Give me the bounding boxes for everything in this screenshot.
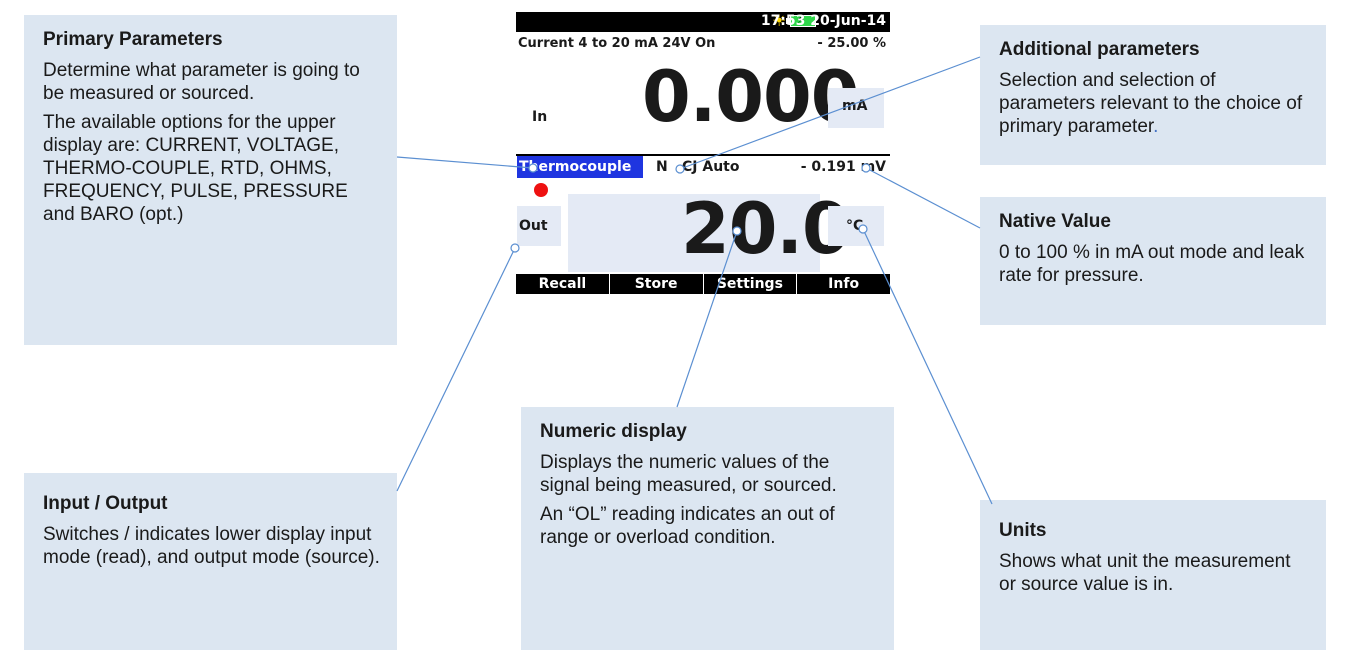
sun-icon: ☀ xyxy=(772,11,787,30)
callout-text-body: Selection and selection of parameters re… xyxy=(999,70,1303,137)
battery-terminal xyxy=(786,18,790,24)
callout-text: Determine what parameter is going to be … xyxy=(43,60,360,104)
callout-text: Switches / indicates lower display input… xyxy=(43,524,380,568)
softkey-bar: Recall Store Settings Info xyxy=(516,274,890,294)
status-bar: ☀ ⚡ 17:53 20-Jun-14 xyxy=(516,11,890,32)
lower-numeric-box[interactable] xyxy=(568,194,820,272)
leader-additional xyxy=(679,56,981,170)
leader-primary xyxy=(396,156,534,169)
callout-title: Primary Parameters xyxy=(43,29,223,50)
anchor-dot xyxy=(858,224,868,234)
callout-numeric-display: Numeric display Displays the numeric val… xyxy=(521,407,894,650)
callout-text-end: . xyxy=(1153,116,1159,137)
leader-units xyxy=(862,228,993,505)
callout-native-value: Native Value 0 to 100 % in mA out mode a… xyxy=(980,197,1326,325)
softkey-store[interactable]: Store xyxy=(610,274,704,294)
upper-mode-label[interactable]: In xyxy=(532,109,548,125)
callout-text: Displays the numeric values of the signa… xyxy=(540,452,837,496)
leader-numeric xyxy=(676,230,738,408)
callout-text: Shows what unit the measurement or sourc… xyxy=(999,551,1291,595)
lower-parameter[interactable]: Thermocouple xyxy=(519,159,632,175)
callout-primary-parameters: Primary Parameters Determine what parame… xyxy=(24,15,397,345)
display-divider xyxy=(516,154,890,156)
softkey-recall[interactable]: Recall xyxy=(516,274,610,294)
callout-title: Units xyxy=(999,520,1047,541)
anchor-dot xyxy=(732,226,742,236)
device-screen: ☀ ⚡ 17:53 20-Jun-14 Current 4 to 20 mA 2… xyxy=(516,11,890,294)
charging-icon: ⚡ xyxy=(797,13,805,26)
callout-title: Additional parameters xyxy=(999,39,1200,60)
lower-mode-box[interactable] xyxy=(517,206,561,246)
lower-parameter-highlight[interactable] xyxy=(517,156,643,178)
upper-percent: - 25.00 % xyxy=(817,36,886,51)
time-date: 17:53 20-Jun-14 xyxy=(760,13,886,29)
lower-unit-box[interactable] xyxy=(828,206,884,246)
softkey-settings[interactable]: Settings xyxy=(704,274,798,294)
thermocouple-type[interactable]: N xyxy=(656,159,668,175)
callout-input-output: Input / Output Switches / indicates lowe… xyxy=(24,473,397,650)
lower-mode-label[interactable]: Out xyxy=(519,218,548,234)
callout-text: An “OL” reading indicates an out of rang… xyxy=(540,504,835,548)
callout-text: Selection and selection of parameters re… xyxy=(999,69,1310,138)
anchor-dot xyxy=(510,243,520,253)
callout-title: Input / Output xyxy=(43,493,168,514)
leader-io xyxy=(396,247,516,492)
anchor-dot xyxy=(861,163,871,173)
anchor-dot xyxy=(675,164,685,174)
softkey-info[interactable]: Info xyxy=(828,276,860,292)
callout-additional-parameters: Additional parameters Selection and sele… xyxy=(980,25,1326,165)
lower-numeric-value[interactable]: 20.0 xyxy=(681,188,851,270)
leader-native xyxy=(865,167,981,229)
callout-units: Units Shows what unit the measurement or… xyxy=(980,500,1326,650)
anchor-dot xyxy=(528,163,538,173)
callout-title: Native Value xyxy=(999,211,1111,232)
callout-text: The available options for the upper disp… xyxy=(43,112,348,225)
callout-text: 0 to 100 % in mA out mode and leak rate … xyxy=(999,242,1305,286)
upper-parameter-line[interactable]: Current 4 to 20 mA 24V On xyxy=(518,36,716,51)
upper-numeric-value: 0.000 xyxy=(642,56,859,138)
battery-icon: ⚡ xyxy=(790,13,816,27)
upper-unit-box[interactable] xyxy=(828,88,884,128)
callout-title: Numeric display xyxy=(540,421,687,442)
output-active-indicator xyxy=(534,183,548,197)
